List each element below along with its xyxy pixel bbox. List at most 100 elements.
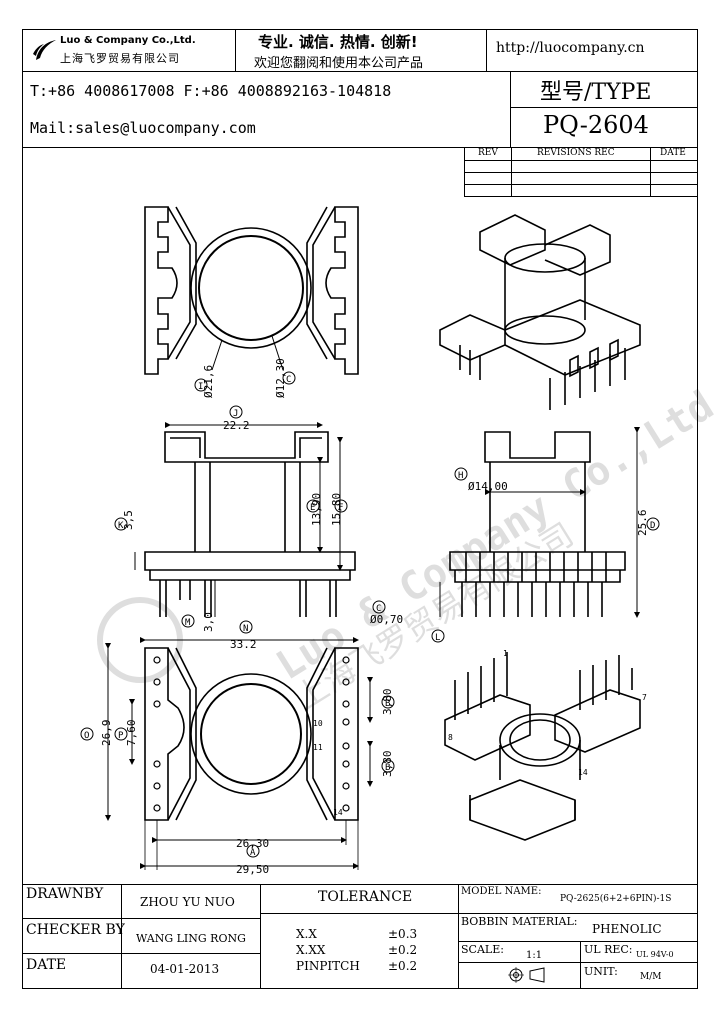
sd-height-m-label: D	[650, 521, 655, 531]
iso-p8-label: 8	[448, 733, 453, 742]
iso-view-top	[439, 214, 641, 410]
slogan-2: 欢迎您翻阅和使用本公司产品	[254, 56, 424, 71]
sd-height-label: 25.6	[636, 510, 649, 537]
website-link[interactable]: http://luocompany.cn	[496, 40, 645, 56]
phone-fax: T:+86 4008617008 F:+86 4008892163-104818	[30, 82, 392, 100]
tb-line	[260, 913, 458, 914]
header-divider	[486, 29, 487, 71]
fd-width-m-label: J	[233, 409, 238, 419]
fd-flange-m-label: K	[118, 521, 124, 531]
tol-2-val: ±0.2	[388, 943, 418, 957]
tb-divider	[580, 941, 581, 989]
type-value: PQ-2604	[543, 111, 649, 139]
rev-row-line	[464, 184, 698, 185]
fd-h2-m-label: F	[338, 503, 343, 513]
drawing-frame	[22, 29, 698, 989]
td-inner-m-label: C	[286, 375, 291, 385]
company-name-en: Luo & Company Co.,Ltd.	[60, 35, 196, 46]
fd-h1-m-label: E	[310, 503, 315, 513]
bottom-view	[105, 637, 373, 870]
date-value: 04-01-2013	[150, 962, 220, 976]
td-inner-label: Ø12,30	[274, 358, 287, 398]
company-logo-icon	[33, 40, 56, 60]
checker: WANG LING RONG	[136, 932, 246, 945]
iso-p1-label: 1	[503, 649, 508, 658]
fd-width-label: 22.2	[223, 419, 250, 432]
tb-line	[458, 913, 698, 914]
fd-pin-m-label: M	[185, 618, 191, 628]
rev-header: REV	[478, 148, 498, 158]
bd-depth-m-label: O	[84, 731, 89, 741]
iso-p14-label: 14	[578, 768, 588, 777]
tol-3-val: ±0.2	[388, 959, 418, 973]
tb-line	[458, 962, 698, 963]
tb-line	[22, 953, 260, 954]
date-label: DATE	[26, 957, 67, 973]
ul-label: UL REC:	[584, 943, 633, 956]
sd-pindia-m-label: C	[376, 604, 381, 614]
rev-date-header: DATE	[660, 148, 686, 158]
bd-overall-m-label: N	[243, 624, 248, 634]
company-name-cn: 上海飞罗贸易有限公司	[60, 52, 180, 65]
header-line	[510, 107, 698, 108]
bd-pin10-label: 10	[313, 719, 323, 728]
iso-view-bottom	[444, 652, 641, 841]
rev-rec-header: REVISIONS REC	[537, 148, 615, 158]
front-view	[134, 422, 356, 617]
tb-line	[22, 918, 260, 919]
header-line	[22, 147, 698, 148]
top-view	[144, 206, 359, 375]
tol-1-val: ±0.3	[388, 927, 418, 941]
tol-2-key: X.XX	[296, 943, 326, 957]
bd-center-m-label: P	[118, 731, 124, 741]
bd-center-label: 7,60	[125, 720, 138, 747]
bd-overall-label: 33.2	[230, 638, 257, 651]
model-label: MODEL NAME:	[461, 886, 542, 897]
bd-p1-label: 3,80	[381, 689, 394, 716]
tb-divider	[121, 884, 122, 989]
tolerance-label: TOLERANCE	[318, 889, 413, 905]
drawn-by-label: DRAWNBY	[26, 886, 104, 902]
side-view	[439, 427, 640, 618]
unit-label: UNIT:	[584, 965, 618, 978]
ul-value: UL 94V-0	[636, 950, 674, 959]
bd-s1-label: 26,30	[236, 837, 269, 850]
watermark: Luo & Company Co.,Ltd. 上海飞罗贸易有限公司	[97, 370, 720, 717]
tb-divider	[458, 884, 459, 989]
material-value: PHENOLIC	[592, 922, 662, 936]
sd-pindia-label: Ø0,70	[370, 613, 403, 626]
sd-dia-m-label: H	[458, 471, 463, 481]
bd-s2-label: 29,50	[236, 863, 269, 876]
iso-p7-label: 7	[642, 693, 647, 702]
projection-symbol-icon	[508, 967, 545, 983]
tol-1-key: X.X	[296, 927, 317, 941]
fd-flange-label: 3,5	[122, 510, 135, 530]
header-divider	[510, 71, 511, 147]
rev-row-line	[464, 172, 698, 173]
model-value: PQ-2625(6+2+6PIN)-1S	[560, 894, 672, 904]
title-block-line	[22, 884, 698, 885]
sd-pin-m-label: L	[435, 633, 440, 643]
bd-pin11-label: 11	[313, 743, 323, 752]
checker-label: CHECKER BY	[26, 922, 125, 938]
scale-label: SCALE:	[461, 943, 504, 956]
fd-pin-label: 3,0	[202, 612, 215, 632]
header-line	[22, 71, 698, 72]
scale-value: 1:1	[526, 950, 543, 961]
tb-divider	[260, 884, 261, 989]
bd-p1-m-label: B	[385, 699, 390, 709]
fd-h1-label: 13,90	[310, 493, 323, 526]
td-outer-label: Ø21,6	[202, 365, 215, 398]
drawn-by: ZHOU YU NUO	[140, 895, 235, 909]
tb-line	[458, 941, 698, 942]
unit-value: M/M	[640, 972, 662, 982]
tol-3-key: PINPITCH	[296, 959, 360, 973]
bd-s1-m-label: A	[250, 848, 256, 858]
bd-depth-label: 26,9	[100, 720, 113, 747]
bd-pin14-label: 14	[333, 808, 343, 817]
td-outer-m-label: I	[198, 382, 203, 392]
type-label: 型号/TYPE	[540, 80, 652, 105]
email: Mail:sales@luocompany.com	[30, 119, 256, 137]
slogan-1: 专业. 诚信. 热情. 创新!	[258, 33, 418, 51]
